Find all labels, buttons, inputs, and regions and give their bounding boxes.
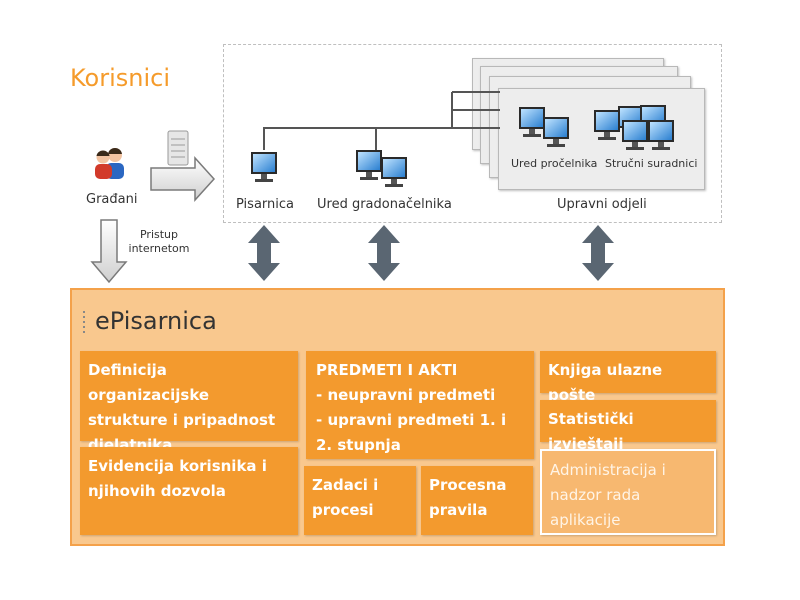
- module-cases-title: PREDMETI I AKTI: [316, 361, 458, 379]
- module-org-structure-label: Definicija organizacijske strukture i pr…: [88, 361, 276, 454]
- module-admin-label: Administracija i nadzor rada aplikacije: [550, 461, 666, 529]
- system-title: ePisarnica: [95, 307, 217, 335]
- internet-access-arrow: [90, 219, 128, 284]
- mayor-office-link-arrow: [368, 225, 400, 281]
- section-title: Korisnici: [70, 64, 171, 92]
- module-user-records: Evidencija korisnika i njihovih dozvola: [80, 447, 298, 535]
- module-user-records-label: Evidencija korisnika i njihovih dozvola: [88, 457, 267, 500]
- module-cases-line1: - neupravni predmeti: [316, 386, 496, 404]
- module-reports-label: Statistički izvještaji: [548, 410, 634, 453]
- module-incoming-mail: Knjiga ulazne pošte: [540, 351, 716, 404]
- title-dots: [83, 311, 85, 333]
- module-incoming-mail-label: Knjiga ulazne pošte: [548, 361, 663, 404]
- head-office-label: Ured pročelnika: [511, 157, 598, 170]
- module-rules: Procesna pravila: [421, 466, 533, 535]
- module-cases-line3: 2. stupnja: [316, 436, 401, 454]
- experts-label: Stručni suradnici: [605, 157, 698, 170]
- users-area: [223, 44, 722, 223]
- pisarnica-computer-icon: [251, 152, 277, 182]
- module-admin: Administracija i nadzor rada aplikacije: [540, 449, 716, 535]
- mayor-office-label: Ured gradonačelnika: [317, 197, 452, 212]
- module-tasks: Zadaci i procesi: [304, 466, 416, 535]
- citizens-to-users-arrow: [150, 156, 216, 202]
- head-office-computers-icon: [519, 107, 569, 147]
- citizens-icon: [95, 147, 124, 179]
- server-icon: [167, 130, 189, 166]
- departments-label: Upravni odjeli: [557, 197, 647, 212]
- pisarnica-label: Pisarnica: [236, 197, 294, 212]
- module-rules-label: Procesna pravila: [429, 476, 507, 519]
- module-cases: PREDMETI I AKTI - neupravni predmeti - u…: [306, 351, 534, 459]
- module-cases-line2: - upravni predmeti 1. i: [316, 411, 507, 429]
- module-org-structure: Definicija organizacijske strukture i pr…: [80, 351, 298, 454]
- departments-link-arrow: [582, 225, 614, 281]
- citizens-label: Građani: [86, 192, 138, 207]
- network-lines: [263, 91, 500, 150]
- module-reports: Statistički izvještaji: [540, 400, 716, 453]
- experts-computers-icon: [594, 105, 674, 150]
- pisarnica-link-arrow: [248, 225, 280, 281]
- internet-access-label: Pristup internetom: [128, 228, 190, 255]
- module-tasks-label: Zadaci i procesi: [312, 476, 379, 519]
- mayor-office-computers-icon: [356, 150, 407, 187]
